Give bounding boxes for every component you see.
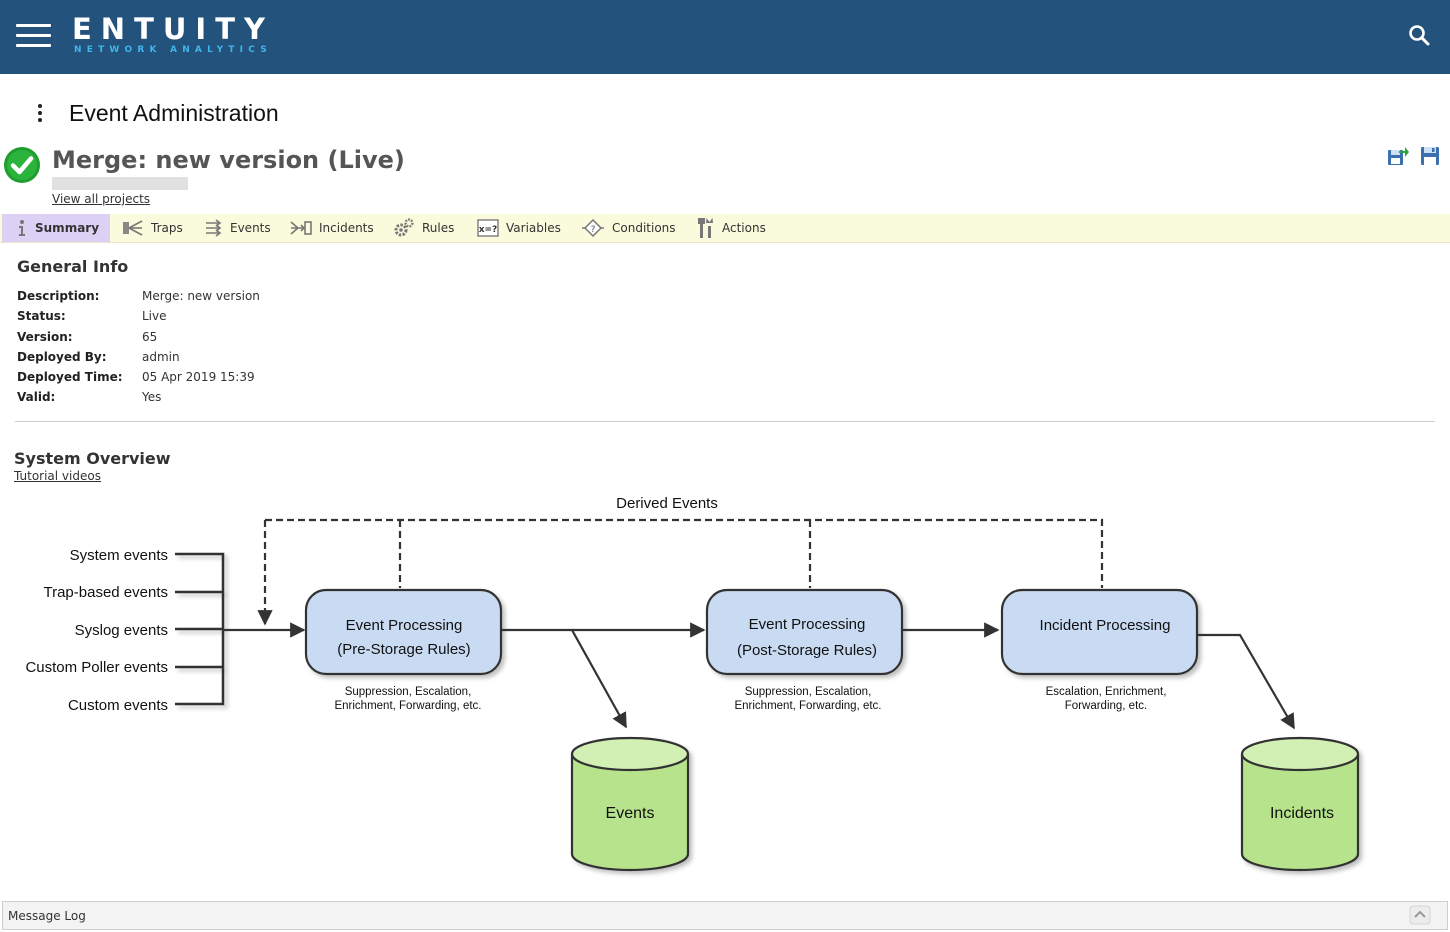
project-subtitle-placeholder [52,177,188,190]
derived-events-label: Derived Events [616,495,718,512]
info-value-deployed-by: admin [142,350,180,364]
green-check-icon [4,147,40,183]
svg-text:x=?: x=? [479,225,498,235]
traps-icon [123,220,143,236]
variables-icon: x=? [477,219,499,237]
poststorage-box-line1: Event Processing [749,616,866,633]
system-overview-title: System Overview [14,449,171,468]
view-all-projects-link[interactable]: View all projects [52,192,151,206]
poststorage-desc-line1: Suppression, Escalation, [745,686,872,698]
general-info-title: General Info [17,257,129,276]
tab-conditions[interactable]: ? Conditions [581,214,676,242]
tab-bar: Summary Traps Events Incidents [0,214,1450,243]
tab-label: Events [230,221,271,235]
info-label-deployed-time: Deployed Time: [17,370,123,384]
message-log-label: Message Log [8,909,86,923]
incident-processing-box [1000,588,1199,676]
top-bar: ENTUITY NETWORK ANALYTICS [0,0,1450,74]
info-label-version: Version: [17,330,73,344]
tab-events[interactable]: Events [205,214,271,242]
conditions-icon: ? [582,218,604,238]
events-store-label: Events [606,805,655,822]
info-label-valid: Valid: [17,390,56,404]
flow-arrow-into-events-store [571,629,627,729]
tutorial-videos-link[interactable]: Tutorial videos [14,469,101,483]
export-icon[interactable] [1387,145,1409,167]
info-value-deployed-time: 05 Apr 2019 15:39 [142,370,255,384]
incident-desc-line1: Escalation, Enrichment, [1046,686,1167,698]
gears-icon [394,218,414,237]
tab-label: Variables [506,221,561,235]
incidents-icon [290,221,312,235]
prestorage-desc-line1: Suppression, Escalation, [345,686,472,698]
tab-incidents[interactable]: Incidents [290,214,374,242]
source-custom-poller-events: Custom Poller events [25,659,168,676]
prestorage-box-line1: Event Processing [346,617,463,634]
tab-label: Rules [422,221,455,235]
save-icon[interactable] [1419,145,1441,167]
tools-icon [698,218,713,238]
derived-events-loop [257,518,1104,626]
poststorage-desc-line2: Enrichment, Forwarding, etc. [734,700,881,712]
tab-variables[interactable]: x=? Variables [477,214,561,242]
prestorage-box-line2: (Pre-Storage Rules) [337,641,470,658]
section-divider [15,421,1435,422]
incidents-store-cylinder [1240,736,1360,872]
search-icon[interactable] [1406,22,1434,50]
events-icon [206,219,222,237]
info-value-version: 65 [142,330,158,344]
flow-arrow-into-incidents-store [1197,633,1295,730]
source-syslog-events: Syslog events [75,622,168,639]
incidents-store-label: Incidents [1270,805,1334,822]
tab-label: Summary [35,221,100,235]
brand-logo: ENTUITY [72,12,274,46]
system-overview-diagram: Derived Events System events Trap-based … [25,495,1360,872]
message-log-bar[interactable]: Message Log [2,901,1448,930]
project-title: Merge: new version (Live) [52,146,405,174]
info-label-description: Description: [17,289,100,303]
events-store-cylinder [570,736,690,872]
prestorage-desc-line2: Enrichment, Forwarding, etc. [334,700,481,712]
page-title: Event Administration [69,100,279,126]
incident-desc-line2: Forwarding, etc. [1065,700,1147,712]
tab-label: Actions [722,221,766,235]
prestorage-processing-box [304,588,503,676]
info-icon [19,220,25,236]
info-label-status: Status: [17,309,66,323]
tab-rules[interactable]: Rules [393,214,454,242]
source-custom-events: Custom events [68,697,168,714]
tab-traps[interactable]: Traps [122,214,183,242]
svg-text:?: ? [591,225,596,235]
info-value-description: Merge: new version [142,289,260,303]
poststorage-processing-box [705,588,904,676]
tab-summary[interactable]: Summary [2,214,110,242]
page-options-icon[interactable] [34,104,46,126]
info-label-deployed-by: Deployed By: [17,350,107,364]
tab-label: Traps [151,221,183,235]
source-trap-events: Trap-based events [43,584,168,601]
hamburger-menu-icon[interactable] [16,24,51,48]
incident-box-line1: Incident Processing [1040,617,1171,634]
info-value-status: Live [142,309,167,323]
chevron-up-icon[interactable] [1409,905,1431,925]
poststorage-box-line2: (Post-Storage Rules) [737,642,877,659]
source-system-events: System events [70,547,168,564]
tab-actions[interactable]: Actions [697,214,766,242]
tab-label: Conditions [612,221,676,235]
brand-subtitle: NETWORK ANALYTICS [74,45,272,55]
source-bracket [175,552,225,706]
info-value-valid: Yes [142,390,162,404]
tab-label: Incidents [319,221,374,235]
